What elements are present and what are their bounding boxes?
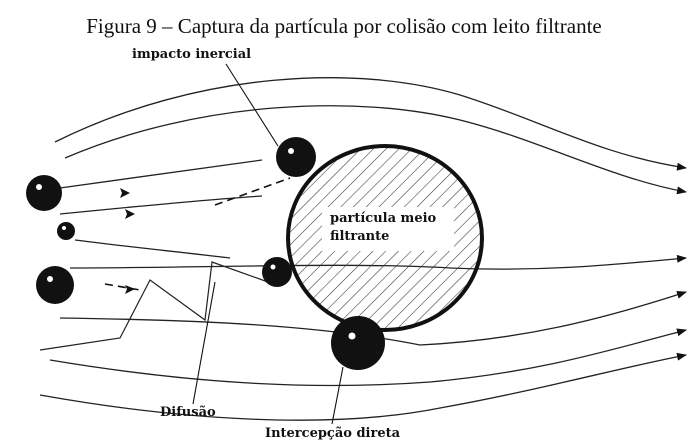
figure-title: Figura 9 – Captura da partícula por coli…: [86, 14, 602, 38]
collector-label-box: [322, 207, 454, 251]
particle-diffusion: [262, 257, 292, 287]
leader-diffusion: [192, 281, 216, 405]
particle-highlight: [47, 276, 53, 282]
leader-inertial: [225, 63, 279, 147]
label-inertial-impact: impacto inercial: [132, 47, 251, 62]
flow-arrow: [125, 285, 135, 294]
streamline-2: [64, 105, 687, 195]
particle-left-small: [57, 222, 75, 240]
particle-left-upper: [26, 175, 62, 211]
particle-left-lower: [36, 266, 74, 304]
collector-particle: [286, 144, 484, 332]
particle-highlight: [348, 332, 356, 340]
inertial-trajectory: [214, 177, 291, 206]
streamline-5: [74, 239, 231, 259]
label-interception: Intercepção direta: [265, 426, 401, 441]
leader-interception: [331, 366, 344, 425]
label-collector-line1: partícula meio: [330, 211, 437, 226]
particles: [26, 137, 385, 370]
streamline-9: [39, 352, 687, 421]
particle-highlight: [270, 264, 276, 270]
particle-interception: [331, 316, 385, 370]
streamline-3: [59, 159, 263, 189]
streamline-7: [59, 290, 687, 346]
label-diffusion: Difusão: [160, 405, 216, 420]
particle-inertial-impact: [276, 137, 316, 177]
streamline-4: [59, 195, 263, 215]
particle-highlight: [36, 184, 42, 190]
streamline-8: [49, 328, 687, 387]
flow-arrow: [125, 209, 135, 219]
streamline-1: [54, 77, 687, 171]
diffusion-trajectory-start: [104, 283, 141, 291]
label-collector-line2: filtrante: [330, 229, 389, 244]
particle-highlight: [288, 148, 294, 154]
flow-arrow: [120, 188, 130, 198]
diffusion-zigzag: [39, 261, 269, 351]
particle-highlight: [62, 226, 66, 230]
